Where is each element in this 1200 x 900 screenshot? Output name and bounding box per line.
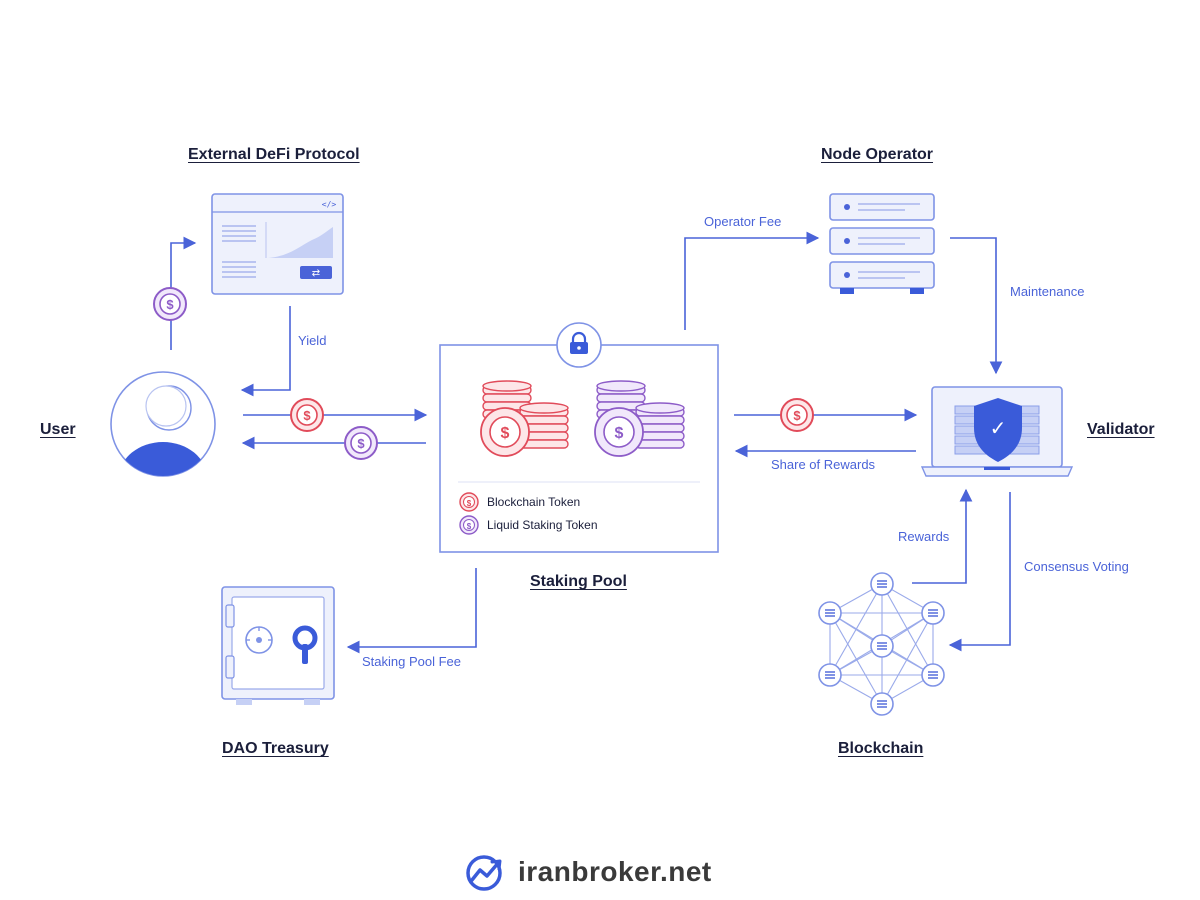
liquid-staking-token-stack: $: [594, 380, 685, 457]
svg-text:$: $: [615, 425, 624, 442]
legend-liquid-staking-token-icon: $: [459, 515, 479, 535]
yield-curve: [268, 227, 333, 258]
watermark-text: iranbroker.net: [518, 856, 712, 887]
svg-text:$: $: [357, 436, 365, 451]
shield-icon: [974, 398, 1022, 462]
token-on-pool-validator-arrow: $: [780, 398, 814, 432]
swap-button: [300, 266, 332, 279]
legend-blockchain-token-icon: $: [459, 492, 479, 512]
title-user: User: [40, 421, 76, 438]
label-maintenance: Maintenance: [1010, 284, 1085, 299]
blockchain-network: [818, 572, 945, 716]
legend-blockchain-token: Blockchain Token: [487, 495, 581, 509]
arrow-consensus-voting: [948, 492, 1011, 652]
title-node-operator: Node Operator: [821, 146, 934, 163]
arrow-pool-to-operator: [684, 231, 820, 330]
title-blockchain: Blockchain: [838, 740, 924, 757]
title-dao-treasury: DAO Treasury: [222, 740, 329, 757]
token-on-pool-user-arrow: $: [344, 426, 378, 460]
label-rewards: Rewards: [898, 529, 950, 544]
label-share-of-rewards: Share of Rewards: [771, 457, 876, 472]
token-on-user-pool-arrow: $: [290, 398, 324, 432]
lock-icon: [570, 331, 588, 354]
title-validator: Validator: [1087, 421, 1155, 438]
arrow-rewards-to-validator: [912, 488, 973, 584]
svg-text:$: $: [303, 408, 311, 423]
label-consensus-voting: Consensus Voting: [1024, 559, 1129, 574]
label-staking-pool-fee: Staking Pool Fee: [362, 654, 462, 669]
iranbroker-logo-icon: [466, 855, 502, 891]
validator-laptop: ✓: [920, 386, 1074, 477]
label-operator-fee: Operator Fee: [704, 214, 782, 229]
legend-liquid-staking-token: Liquid Staking Token: [487, 518, 598, 532]
user-avatar: [110, 371, 216, 477]
swap-icon: ⇄: [312, 268, 320, 279]
network-node-icon: [818, 572, 945, 716]
token-on-user-defi-arrow: $: [153, 287, 187, 321]
svg-text:$: $: [166, 297, 174, 312]
flow-arrows: [170, 231, 1011, 654]
title-external-defi-protocol: External DeFi Protocol: [188, 146, 360, 163]
label-yield: Yield: [298, 333, 327, 348]
check-icon: ✓: [990, 416, 1007, 440]
svg-text:$: $: [467, 522, 472, 531]
arrow-yield-to-user: [240, 306, 291, 397]
blockchain-token-stack: $: [480, 380, 569, 457]
arrow-pool-fee: [346, 568, 477, 654]
svg-text:$: $: [467, 499, 472, 508]
svg-text:$: $: [501, 425, 510, 442]
node-operator-servers: [829, 193, 935, 294]
code-icon: </>: [322, 200, 337, 209]
svg-text:$: $: [793, 408, 801, 423]
defi-protocol-window: </> ⇄: [211, 193, 344, 295]
arrow-maintenance: [950, 237, 1003, 375]
title-staking-pool: Staking Pool: [530, 573, 627, 590]
dao-treasury-safe: [221, 586, 335, 705]
